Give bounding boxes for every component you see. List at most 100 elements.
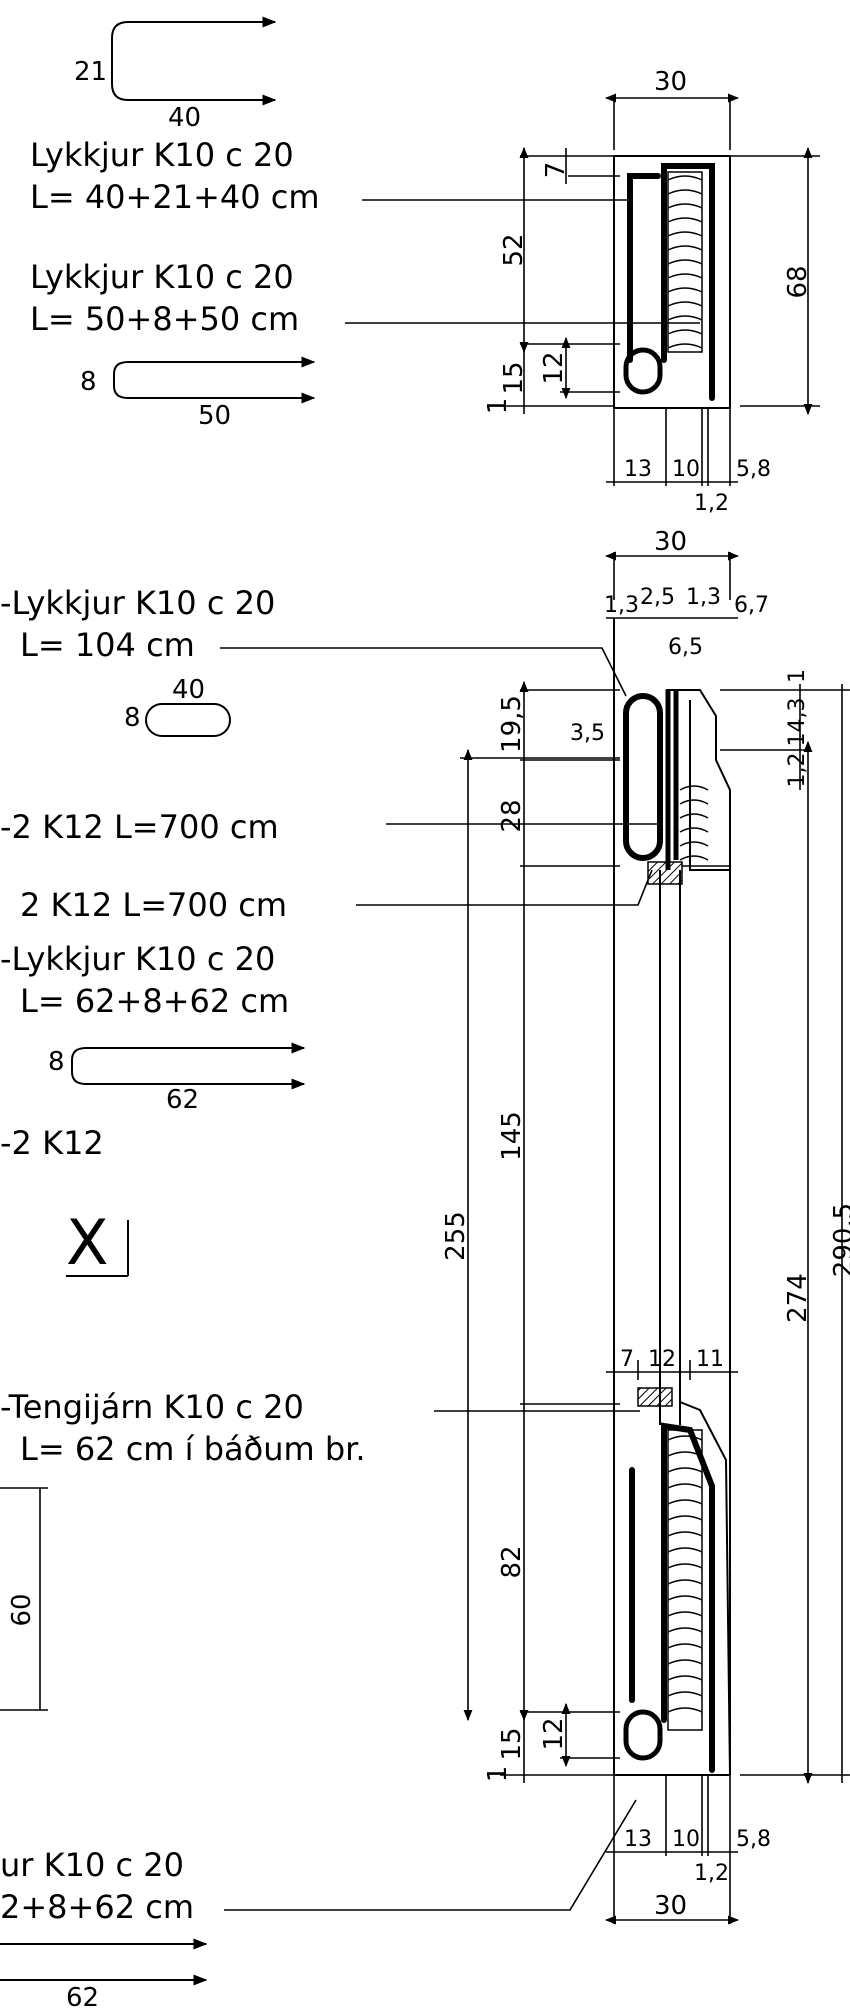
dim-left-12: 12 (539, 1717, 569, 1750)
leader-line (220, 647, 627, 697)
bar-shape-height-label: 8 (80, 367, 97, 397)
callout-label: ur K10 c 20 (0, 1846, 184, 1884)
section-marker-letter: X (66, 1206, 108, 1279)
bar-shape-width-label: 40 (172, 675, 205, 705)
dim-height-52: 52 (499, 233, 529, 266)
bar-shape-height-label: 8 (48, 1047, 65, 1077)
stub-dimension-60: 60 (0, 1487, 48, 1711)
dim-cover-7: 7 (541, 162, 571, 179)
section-marker: X (66, 1206, 129, 1279)
dim-top-6-7: 6,7 (734, 593, 769, 618)
callout-label: -2 K12 L=700 cm (0, 808, 279, 846)
callout-lykkjur-62: -Lykkjur K10 c 20 L= 62+8+62 cm (0, 940, 289, 1020)
panel-lower-edge (679, 1401, 731, 1776)
callout-length: 2+8+62 cm (0, 1888, 194, 1926)
bar-shape-height-label: 21 (74, 57, 107, 87)
dim-bottom-5-8: 5,8 (736, 1827, 771, 1852)
dim-height-68: 68 (783, 265, 813, 298)
bar-shape-width-label: 50 (198, 401, 231, 431)
callout-lykkjur-bottom: ur K10 c 20 2+8+62 cm (0, 1799, 637, 1926)
callout-length: L= 40+21+40 cm (30, 178, 320, 216)
rebar-loop-outer (627, 173, 661, 363)
callout-length: L= 104 cm (20, 626, 195, 664)
dim-left-255: 255 (441, 1211, 471, 1261)
dim-left-145: 145 (497, 1111, 527, 1161)
dim-mid-7: 7 (620, 1347, 634, 1372)
bar-shape-loop-8x40: 8 40 (124, 675, 231, 737)
dim-right-274: 274 (783, 1273, 813, 1323)
dim-left-19-5: 19,5 (497, 695, 527, 753)
callout-label: -Tengijárn K10 c 20 (0, 1388, 304, 1426)
hatched-beam-top (647, 861, 683, 885)
callout-label: Lykkjur K10 c 20 (30, 136, 294, 174)
callout-length: L= 62 cm í báðum br. (20, 1430, 366, 1468)
leader-line (356, 869, 653, 906)
bar-shape-width-label: 40 (168, 103, 201, 133)
rebar-loop-top (661, 163, 715, 401)
dim-bottom-1-2: 1,2 (694, 1861, 729, 1886)
dim-mid-11: 11 (696, 1347, 724, 1372)
insulation-top (667, 171, 703, 353)
dim-top-width: 30 (654, 67, 687, 97)
leader-line (224, 1799, 637, 1911)
dim-right-290-5: 290,5 (829, 1203, 850, 1277)
bar-shape-u-21x40: 21 40 (74, 16, 277, 133)
dim-bottom-10: 10 (672, 457, 700, 482)
dim-left-15: 15 (497, 1727, 527, 1760)
rebar-loop-lower (661, 1422, 715, 1773)
rebar-loop-104 (623, 693, 663, 861)
dim-bottom-1-2: 1,2 (694, 491, 729, 516)
dim-height-12: 12 (539, 351, 569, 384)
callout-lykkjur-2: Lykkjur K10 c 20 L= 50+8+50 cm (30, 258, 700, 338)
dim-top-width: 30 (654, 527, 687, 557)
bar-shape-u-8x50: 8 50 (80, 356, 316, 431)
dim-bottom-13: 13 (624, 457, 652, 482)
bar-shape-height-label: 8 (124, 703, 141, 733)
dim-bottom-5-8: 5,8 (736, 457, 771, 482)
hatched-beam-bottom (637, 1387, 673, 1407)
wall-section-full: 30 1,3 2,5 1,3 6,7 6,5 (441, 527, 850, 1925)
stub-dimension-label: 60 (7, 1593, 37, 1626)
dim-right-1: 1 (785, 669, 810, 683)
callout-label: Lykkjur K10 c 20 (30, 258, 294, 296)
rebar-hook-bottom (623, 347, 663, 395)
insulation-upper (679, 785, 709, 861)
dim-top-1-3a: 1,3 (604, 593, 639, 618)
callout-2k12-b: 2 K12 L=700 cm (20, 869, 653, 924)
dim-right-14-3: 14,3 (785, 698, 810, 747)
bar-shape-width-label: 62 (166, 1085, 199, 1115)
callout-label: -Lykkjur K10 c 20 (0, 940, 275, 978)
dim-left-3-5: 3,5 (570, 721, 605, 746)
dim-height-1: 1 (483, 398, 513, 415)
bar-shape-u-8x62: 8 62 (48, 1042, 306, 1115)
dim-left-1: 1 (483, 1766, 513, 1783)
callout-lykkjur-1: Lykkjur K10 c 20 L= 40+21+40 cm (30, 136, 628, 216)
callout-label: -2 K12 (0, 1124, 104, 1162)
dim-mid-12: 12 (648, 1347, 676, 1372)
dim-right-1-2: 1,2 (785, 753, 810, 788)
dim-left-28: 28 (497, 799, 527, 832)
callout-length: L= 62+8+62 cm (20, 982, 289, 1020)
callout-lykkjur-104: -Lykkjur K10 c 20 L= 104 cm (0, 584, 627, 697)
dim-height-15: 15 (499, 361, 529, 394)
bar-shape-straight-62: 62 (0, 1938, 208, 2013)
callout-length: L= 50+8+50 cm (30, 300, 299, 338)
insulation-lower (667, 1429, 703, 1731)
callout-2k12-a: -2 K12 L=700 cm (0, 808, 660, 846)
dim-bottom-10: 10 (672, 1827, 700, 1852)
callout-2k12-c: -2 K12 (0, 1124, 104, 1162)
callout-tengijarn: -Tengijárn K10 c 20 L= 62 cm í báðum br. (0, 1388, 640, 1468)
wall-section-top: 30 68 7 52 12 15 1 13 10 5,8 1,2 (483, 67, 820, 516)
dim-bottom-13: 13 (624, 1827, 652, 1852)
dim-bottom-width: 30 (654, 1891, 687, 1921)
rebar-hook-lower (623, 1709, 663, 1761)
dim-top-2-5: 2,5 (640, 585, 675, 610)
dim-top-1-3b: 1,3 (686, 585, 721, 610)
bar-shape-width-label: 62 (66, 1983, 99, 2013)
callout-label: 2 K12 L=700 cm (20, 886, 287, 924)
dim-top-6-5: 6,5 (668, 635, 703, 660)
dim-left-82: 82 (497, 1545, 527, 1578)
callout-label: -Lykkjur K10 c 20 (0, 584, 275, 622)
parapet-top (666, 689, 731, 871)
